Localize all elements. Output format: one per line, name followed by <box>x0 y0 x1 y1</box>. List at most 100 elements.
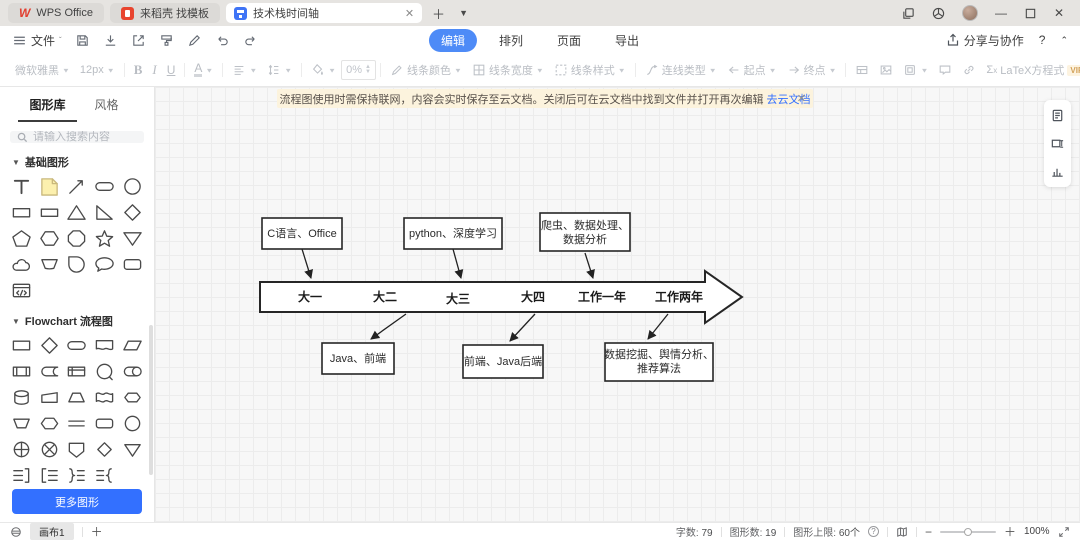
diamond-shape[interactable] <box>120 201 145 224</box>
rounded-rect-shape[interactable] <box>120 253 145 276</box>
overview-map-icon[interactable] <box>896 526 908 538</box>
rect-wide-shape[interactable] <box>37 201 62 224</box>
zoom-slider-knob[interactable] <box>964 528 972 536</box>
terminator-shape[interactable] <box>64 334 89 357</box>
comment-button[interactable] <box>933 63 957 77</box>
shape-search-box[interactable] <box>10 131 144 143</box>
box-top-2[interactable]: python、深度学习 <box>404 218 502 249</box>
download-icon[interactable] <box>103 33 118 48</box>
text-shape[interactable] <box>9 175 34 198</box>
zoom-in-button[interactable]: ＋ <box>1004 523 1016 540</box>
close-button[interactable]: ✕ <box>1054 6 1064 20</box>
or-junction-shape[interactable] <box>37 438 62 461</box>
speech-bubble-shape[interactable] <box>92 253 117 276</box>
connector-top-1[interactable] <box>302 249 311 278</box>
pentagon-shape[interactable] <box>9 227 34 250</box>
zoom-out-button[interactable]: − <box>925 525 932 539</box>
minimize-button[interactable]: — <box>995 6 1007 20</box>
avatar[interactable] <box>962 5 978 21</box>
connector-bottom-2[interactable] <box>510 314 535 341</box>
triangle-shape[interactable] <box>64 201 89 224</box>
italic-button[interactable]: I <box>147 62 161 78</box>
preparation-shape[interactable] <box>120 386 145 409</box>
off-page-shape[interactable] <box>64 438 89 461</box>
predefined-process-shape[interactable] <box>9 360 34 383</box>
format-painter-icon[interactable] <box>159 33 174 48</box>
redo-icon[interactable] <box>243 33 258 48</box>
undo-icon[interactable] <box>215 33 230 48</box>
alt-process-shape[interactable] <box>92 412 117 435</box>
brace-right-shape[interactable] <box>64 464 89 487</box>
insert-image-button[interactable] <box>874 63 898 77</box>
line-width-button[interactable]: 线条宽度▼ <box>467 62 549 78</box>
maximize-button[interactable] <box>1024 7 1037 20</box>
circle-shape[interactable] <box>120 175 145 198</box>
octagon-shape[interactable] <box>64 227 89 250</box>
sticky-note-shape[interactable] <box>37 175 62 198</box>
canvas[interactable]: 流程图使用时需保持联网，内容会实时保存至云文档。关闭后可在云文档中找到文件并打开… <box>155 87 1080 522</box>
process-shape[interactable] <box>9 334 34 357</box>
fullscreen-icon[interactable] <box>1058 526 1070 538</box>
tab-wps-office[interactable]: W WPS Office <box>8 3 104 23</box>
section-flowchart-shapes[interactable]: ▼ Flowchart 流程图 <box>0 304 154 332</box>
box-top-1[interactable]: C语言、Office <box>262 218 342 249</box>
font-color-button[interactable]: A▼ <box>189 63 218 77</box>
roaming-icon[interactable] <box>10 526 22 538</box>
triangle-down-shape[interactable] <box>120 227 145 250</box>
zoom-slider[interactable] <box>940 531 996 533</box>
paper-tape-shape[interactable] <box>92 386 117 409</box>
display-circle-shape[interactable] <box>92 360 117 383</box>
tab-list-chevron-icon[interactable]: ▼ <box>455 8 472 18</box>
hexagon-alt-shape[interactable] <box>37 412 62 435</box>
manual-operation-shape[interactable] <box>9 412 34 435</box>
timeline-label-6[interactable]: 工作两年 <box>655 289 703 304</box>
annotation-right-shape[interactable] <box>9 464 34 487</box>
tab-close-icon[interactable]: ✕ <box>405 7 414 20</box>
annotation-left-shape[interactable] <box>37 464 62 487</box>
pencil-icon[interactable] <box>187 33 202 48</box>
underline-button[interactable]: U <box>162 63 181 77</box>
line-spacing-button[interactable]: ▼ <box>262 63 297 77</box>
timeline-label-2[interactable]: 大二 <box>373 289 397 304</box>
share-collaborate-button[interactable]: 分享与协作 <box>946 32 1024 49</box>
connector-top-3[interactable] <box>585 253 593 278</box>
card-shape[interactable] <box>37 386 62 409</box>
add-canvas-button[interactable]: ＋ <box>91 523 103 540</box>
box-bottom-2[interactable]: 前端、Java后端 <box>463 345 543 378</box>
connector-circle-shape[interactable] <box>120 412 145 435</box>
connector-bottom-1[interactable] <box>371 314 406 339</box>
new-tab-button[interactable]: ＋ <box>428 4 449 23</box>
workbench-icon[interactable] <box>902 7 915 20</box>
connector-type-button[interactable]: 连线类型▼ <box>640 62 722 78</box>
pill-shape[interactable] <box>92 175 117 198</box>
menu-tab-edit[interactable]: 编辑 <box>429 29 477 52</box>
rect-shape[interactable] <box>9 201 34 224</box>
menu-tab-export[interactable]: 导出 <box>603 29 651 52</box>
page-settings-icon[interactable] <box>1050 108 1065 123</box>
start-point-button[interactable]: 起点▼ <box>722 62 782 78</box>
stable-mode-icon[interactable] <box>932 7 945 20</box>
connector-bottom-3[interactable] <box>648 314 668 339</box>
cloud-shape[interactable] <box>9 253 34 276</box>
bold-button[interactable]: B <box>129 62 148 78</box>
latex-button[interactable]: ΣxLaTeX方程式VIP <box>981 62 1080 78</box>
connector-top-2[interactable] <box>453 249 461 278</box>
hexagon-shape[interactable] <box>37 227 62 250</box>
line-shape[interactable] <box>64 175 89 198</box>
font-family-select[interactable]: 微软雅黑▼ <box>10 62 75 78</box>
banner-shape[interactable] <box>37 253 62 276</box>
double-line-shape[interactable] <box>64 412 89 435</box>
chart-icon[interactable] <box>1050 164 1065 179</box>
end-point-button[interactable]: 终点▼ <box>782 62 842 78</box>
summing-junction-shape[interactable] <box>9 438 34 461</box>
small-diamond-shape[interactable] <box>92 438 117 461</box>
drum-shape[interactable] <box>120 360 145 383</box>
code-block-shape[interactable] <box>9 279 34 302</box>
opacity-input[interactable]: 0%▲▼ <box>341 60 376 80</box>
box-bottom-3[interactable]: 数据挖掘、舆情分析、 推荐算法 <box>604 343 714 381</box>
file-menu[interactable]: 文件 ˇ <box>12 32 62 49</box>
canvas-tab[interactable]: 画布1 <box>30 523 74 540</box>
brace-left-shape[interactable] <box>92 464 117 487</box>
menu-tab-page[interactable]: 页面 <box>545 29 593 52</box>
more-shapes-button[interactable]: 更多图形 <box>12 489 142 514</box>
